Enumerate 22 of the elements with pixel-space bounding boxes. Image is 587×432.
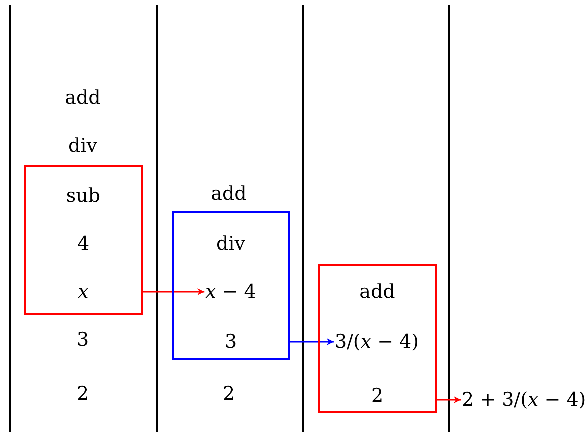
stack-entry: 3 bbox=[224, 330, 238, 354]
stack-entry: 3/(x − 4) bbox=[334, 330, 420, 354]
stack-entry: sub bbox=[66, 184, 101, 208]
result-expression: 2 + 3/(x − 4) bbox=[462, 388, 586, 412]
stack-entry: 3 bbox=[76, 328, 90, 352]
stack-entry: 4 bbox=[77, 232, 90, 256]
highlight-box bbox=[24, 165, 143, 315]
arrow bbox=[437, 396, 461, 404]
highlight-box bbox=[172, 211, 290, 360]
stack-entry: x − 4 bbox=[206, 280, 256, 304]
stack-entry: 2 bbox=[222, 382, 236, 406]
stack-entry: 2 bbox=[76, 382, 90, 406]
stack-entry: 2 bbox=[371, 384, 384, 408]
arrow bbox=[290, 338, 334, 346]
stack-entry: add bbox=[211, 182, 247, 206]
highlight-box bbox=[318, 264, 437, 413]
stack-entry: add bbox=[360, 280, 396, 304]
stack-entry: div bbox=[216, 232, 246, 256]
stack-entry: div bbox=[68, 134, 98, 158]
stack-entry: x bbox=[78, 280, 89, 304]
stack-entry: add bbox=[65, 86, 101, 110]
arrow bbox=[143, 288, 205, 296]
